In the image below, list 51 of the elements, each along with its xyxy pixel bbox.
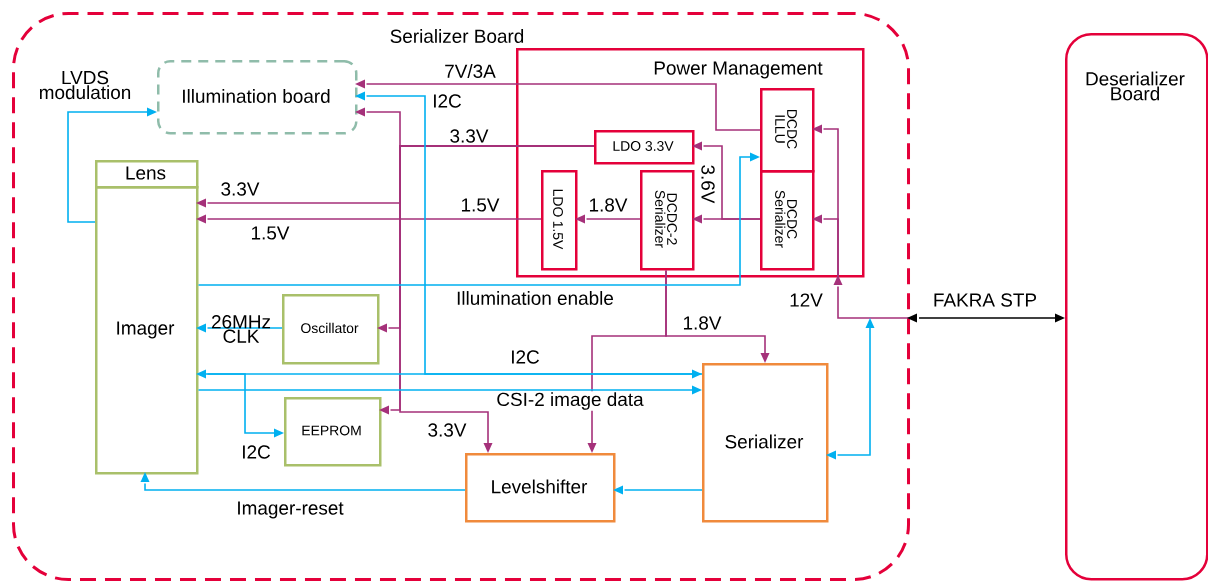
voltage-label: 1.5V [252,226,290,240]
component-box: Imager [95,186,199,475]
component-box: LDO 1.5V [541,170,578,271]
edge-label: LVDS modulation [39,70,131,100]
component-box: Serializer [702,363,829,523]
edge-label: 1.5V [461,198,500,212]
edge-label: Illumination enable [457,291,614,305]
arrow [140,472,466,491]
edge-label: CSI-2 image data [495,391,645,411]
arrow [197,152,760,286]
arrow [692,141,761,220]
edge-label: Imager-reset [238,501,344,519]
arrow [196,323,283,333]
arrow [575,214,641,224]
component-box: EEPROM [284,397,382,467]
edge-label: I2C [243,445,270,459]
arrow [826,318,875,460]
arrow [907,313,1065,323]
edge-label: 3.3V [428,423,467,437]
arrow [399,145,595,453]
edge-label: I2C [434,94,461,108]
arrow [355,79,761,131]
arrow [196,214,542,224]
edge-label: 1.8V [683,316,722,330]
board-outline: Deserializer Board [1065,33,1208,581]
edge-label: 26MHz CLK [212,315,271,343]
arrow [833,275,911,319]
arrow [196,369,702,379]
edge-label: 3.3V [221,182,260,196]
arrow [197,385,702,395]
component-box: Oscillator [282,294,380,365]
component-box: LDO 3.3V [594,130,695,165]
edge-label: 7V/3A [445,64,496,78]
arrow [355,91,703,375]
edge-label: 1.8V [589,198,628,212]
arrow [197,373,284,438]
edge-label: 12V [790,293,823,307]
arrow [812,214,839,279]
arrow [613,485,703,495]
edge-label: 3.3V [450,129,489,143]
arrow [587,269,667,453]
module-box: Illumination board [157,60,358,135]
edge-label: FAKRA STP [934,293,1037,307]
component-box: Levelshifter [465,453,616,523]
arrow [67,107,157,223]
edge-label: 3.6V [701,165,715,204]
component-box: DCDC Serializer [760,170,815,271]
component-box: Lens [95,160,199,189]
edge-label: I2C [512,350,539,364]
component-box: DCDC-2 Serializer [640,170,695,271]
component-box: DCDC ILLU [760,88,815,173]
